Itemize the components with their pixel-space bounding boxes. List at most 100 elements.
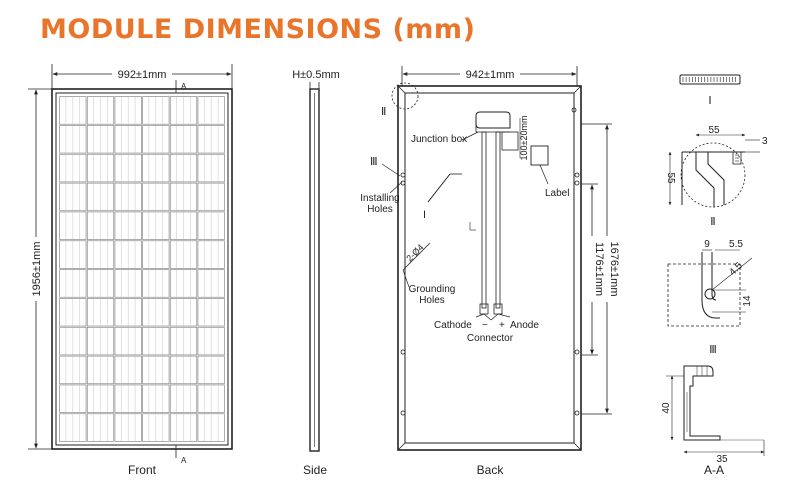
section-aa-height: 40 bbox=[661, 402, 672, 414]
solar-cell bbox=[197, 298, 225, 327]
solar-cell bbox=[59, 153, 87, 183]
solar-cell bbox=[114, 413, 142, 442]
solar-cell bbox=[114, 326, 142, 356]
junction-box bbox=[475, 111, 511, 129]
solar-cell bbox=[197, 326, 225, 356]
solar-cell bbox=[169, 153, 198, 183]
solar-cell bbox=[59, 240, 87, 269]
section-aa-caption: A-A bbox=[704, 463, 724, 477]
front-frame-inner bbox=[55, 92, 229, 446]
minus-sign: − bbox=[482, 320, 488, 331]
solar-cell bbox=[197, 413, 225, 442]
solar-cell bbox=[197, 355, 225, 385]
section-marker-bottom: A bbox=[181, 456, 187, 465]
solar-cell bbox=[169, 240, 198, 269]
solar-cell bbox=[169, 298, 198, 327]
junction-box-label: Junction box bbox=[411, 134, 467, 145]
grounding-holes-label-2: Holes bbox=[419, 295, 445, 306]
back-marker-1: Ⅰ bbox=[423, 210, 426, 221]
solar-cell bbox=[86, 413, 115, 442]
solar-cell bbox=[169, 413, 198, 442]
detail-3-dim-b: 5.5 bbox=[729, 239, 743, 250]
solar-cell bbox=[114, 240, 142, 269]
plus-sign: + bbox=[499, 320, 505, 331]
solar-cell bbox=[169, 269, 198, 298]
solar-cell bbox=[59, 298, 87, 327]
grounding-holes-label-1: Grounding bbox=[409, 284, 456, 295]
solar-cell bbox=[86, 240, 115, 269]
solar-cell bbox=[114, 355, 142, 385]
solar-cell bbox=[142, 413, 170, 442]
label-box-text: Label bbox=[545, 188, 569, 199]
solar-cell bbox=[142, 269, 170, 298]
solar-cell bbox=[142, 240, 170, 269]
solar-cell bbox=[114, 269, 142, 298]
side-view: H±0.5mm Side bbox=[292, 69, 340, 477]
solar-cell bbox=[86, 211, 115, 240]
side-thickness-label: H±0.5mm bbox=[292, 69, 340, 81]
side-caption: Side bbox=[303, 463, 327, 477]
solar-cell bbox=[142, 153, 170, 183]
solar-cell bbox=[59, 413, 87, 442]
back-outer-length-label: 1676±1mm bbox=[608, 242, 620, 297]
solar-cell bbox=[169, 326, 198, 356]
detail-1-marker: Ⅰ bbox=[708, 95, 711, 107]
detail-3: 9 5.5 4.5 14 Ⅲ bbox=[667, 239, 753, 356]
back-view: 942±1mm Ⅱ Ⅲ Installing Holes Ⅰ 2-Ø4 Grou… bbox=[360, 66, 620, 477]
solar-cell bbox=[142, 355, 170, 385]
solar-cell bbox=[142, 182, 170, 212]
back-frame-outer bbox=[397, 85, 582, 451]
solar-cell bbox=[114, 153, 142, 183]
solar-cell bbox=[142, 384, 170, 413]
solar-cell bbox=[86, 96, 115, 125]
detail-circle-2 bbox=[391, 82, 419, 110]
installing-holes-label-1: Installing bbox=[360, 193, 399, 204]
solar-cell bbox=[169, 96, 198, 125]
solar-cell bbox=[169, 384, 198, 413]
solar-cell bbox=[59, 125, 87, 154]
detail-2: 55 3 55 Ⅱ bbox=[665, 125, 768, 228]
front-frame-outer bbox=[51, 88, 233, 450]
solar-cell bbox=[114, 211, 142, 240]
back-width-label: 942±1mm bbox=[466, 69, 515, 81]
solar-cell bbox=[169, 211, 198, 240]
solar-cell bbox=[114, 96, 142, 125]
solar-cell bbox=[197, 384, 225, 413]
label-box bbox=[530, 145, 549, 166]
front-width-label: 992±1mm bbox=[118, 69, 167, 81]
solar-cell bbox=[114, 182, 142, 212]
front-height-label: 1956±1mm bbox=[31, 242, 43, 297]
front-cell-grid bbox=[59, 96, 225, 442]
solar-cell bbox=[197, 96, 225, 125]
detail-3-dim-d: 14 bbox=[742, 295, 753, 307]
solar-cell bbox=[197, 269, 225, 298]
cable-right bbox=[495, 131, 501, 309]
detail-2-lip: 3 bbox=[762, 136, 768, 147]
detail-3-dim-a: 9 bbox=[704, 239, 710, 250]
side-profile bbox=[309, 88, 320, 452]
connector-label: Connector bbox=[467, 333, 514, 344]
section-aa-profile bbox=[683, 365, 721, 441]
cable-length-label: 100±20mm bbox=[519, 116, 529, 161]
cable-callout-box bbox=[501, 131, 519, 151]
solar-cell bbox=[86, 153, 115, 183]
back-marker-3: Ⅲ bbox=[370, 156, 378, 168]
cable-left bbox=[481, 131, 487, 309]
detail-2-width: 55 bbox=[708, 125, 720, 136]
back-frame-inner bbox=[404, 92, 575, 444]
front-view: 992±1mm A A 1956±1mm Front bbox=[28, 64, 233, 477]
solar-cell bbox=[86, 298, 115, 327]
solar-cell bbox=[59, 355, 87, 385]
solar-cell bbox=[114, 384, 142, 413]
detail-2-marker: Ⅱ bbox=[710, 216, 715, 228]
grounding-spec: 2-Ø4 bbox=[404, 242, 425, 263]
solar-cell bbox=[142, 298, 170, 327]
solar-cell bbox=[114, 298, 142, 327]
solar-cell bbox=[197, 182, 225, 212]
back-inner-length-label: 1176±1mm bbox=[593, 242, 605, 296]
solar-cell bbox=[86, 182, 115, 212]
solar-cell bbox=[86, 355, 115, 385]
back-caption: Back bbox=[477, 463, 505, 477]
back-marker-2: Ⅱ bbox=[381, 106, 386, 118]
